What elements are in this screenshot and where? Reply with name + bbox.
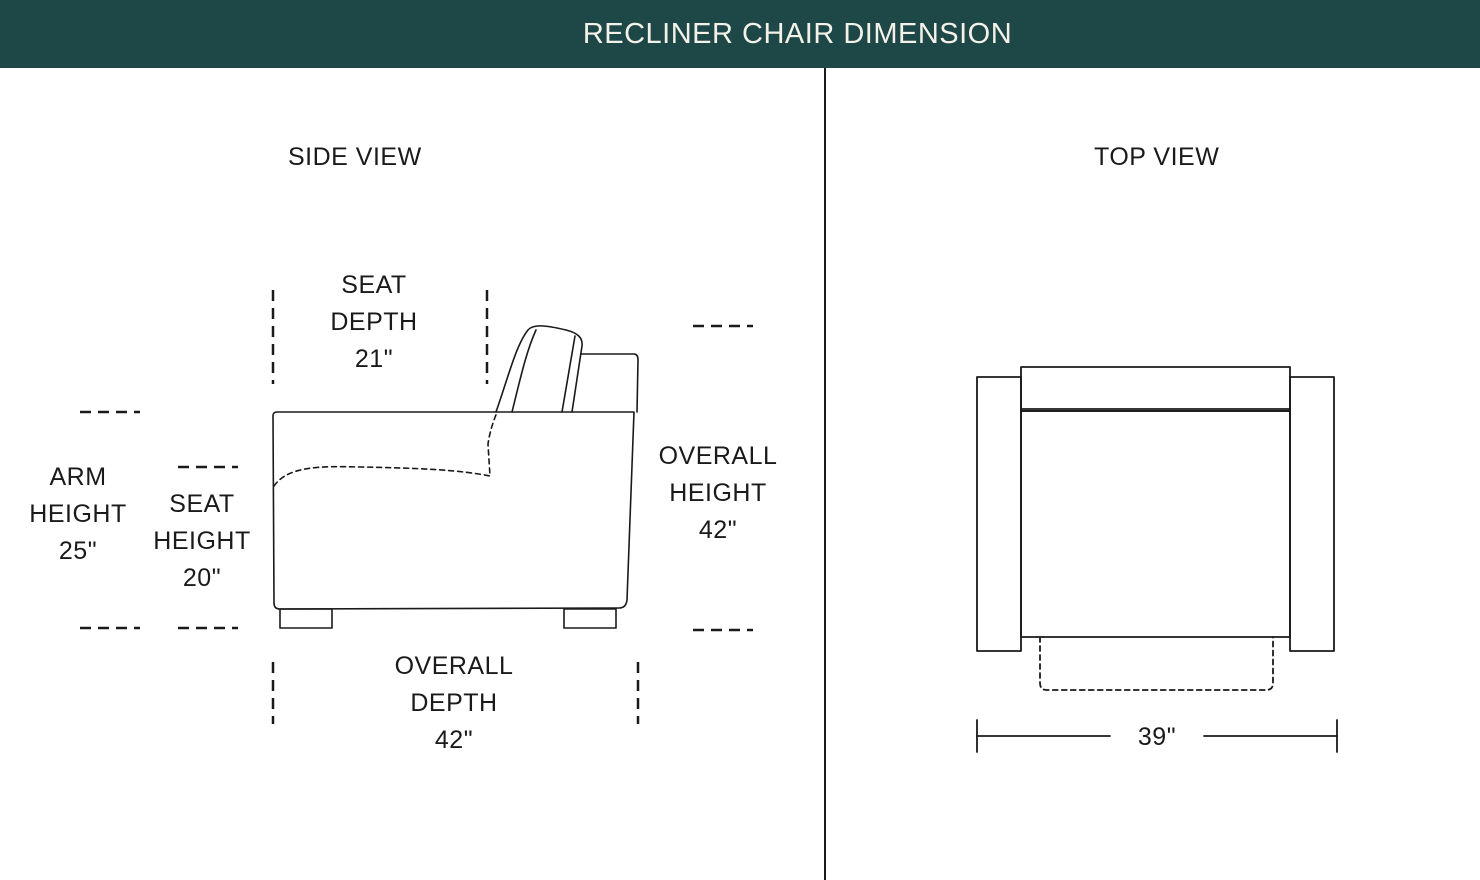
top-view-width-dimension (976, 719, 1338, 753)
top-chair-seat (1020, 410, 1291, 638)
side-chair-backrest-inner2 (561, 335, 576, 413)
top-view-chair (976, 366, 1335, 691)
overall-depth-label: OVERALL DEPTH 42" (384, 648, 524, 759)
overall-height-label: OVERALL HEIGHT 42" (648, 438, 788, 549)
seat-height-label-line2: HEIGHT (153, 527, 251, 555)
side-view-title: SIDE VIEW (288, 143, 422, 171)
top-view-title: TOP VIEW (1094, 143, 1220, 171)
top-chair-backrest (1020, 366, 1291, 412)
overall-height-label-line1: OVERALL (658, 442, 778, 470)
side-chair-body (272, 411, 635, 610)
arm-height-label: ARM HEIGHT 25" (18, 459, 138, 570)
side-chair-seat-cushion (273, 411, 498, 487)
seat-height-label: SEAT HEIGHT 20" (142, 486, 262, 597)
seat-depth-label-line1: SEAT (341, 271, 407, 299)
side-chair-backrest-inner (511, 329, 537, 413)
top-chair-left-arm (976, 376, 1022, 652)
seat-depth-label-line2: DEPTH (330, 308, 418, 336)
overall-depth-label-line1: OVERALL (394, 652, 514, 680)
page-title: RECLINER CHAIR DIMENSION (582, 18, 1013, 50)
seat-height-label-line1: SEAT (169, 490, 235, 518)
top-chair-footrest (1039, 636, 1274, 691)
overall-height-label-line2: HEIGHT (669, 479, 767, 507)
side-view-chair (272, 325, 639, 629)
overall-depth-label-line2: DEPTH (410, 689, 498, 717)
top-chair-right-arm (1289, 376, 1335, 652)
side-chair-front-leg (279, 608, 333, 629)
header-bar: RECLINER CHAIR DIMENSION (0, 0, 1480, 68)
arm-height-label-line2: HEIGHT (29, 500, 127, 528)
overall-height-value: 42" (698, 516, 738, 544)
arm-height-label-line1: ARM (49, 463, 107, 491)
side-chair-back-panel (580, 353, 639, 413)
side-view-dimension-marks (80, 290, 753, 724)
arm-height-value: 25" (58, 537, 98, 565)
side-chair-back-leg (563, 608, 617, 629)
view-divider (824, 68, 826, 880)
seat-height-value: 20" (182, 564, 222, 592)
side-chair-backrest (495, 325, 583, 413)
seat-depth-label: SEAT DEPTH 21" (314, 267, 434, 378)
seat-depth-value: 21" (354, 345, 394, 373)
top-width-value: 39" (1137, 723, 1177, 751)
overall-depth-value: 42" (434, 726, 474, 754)
